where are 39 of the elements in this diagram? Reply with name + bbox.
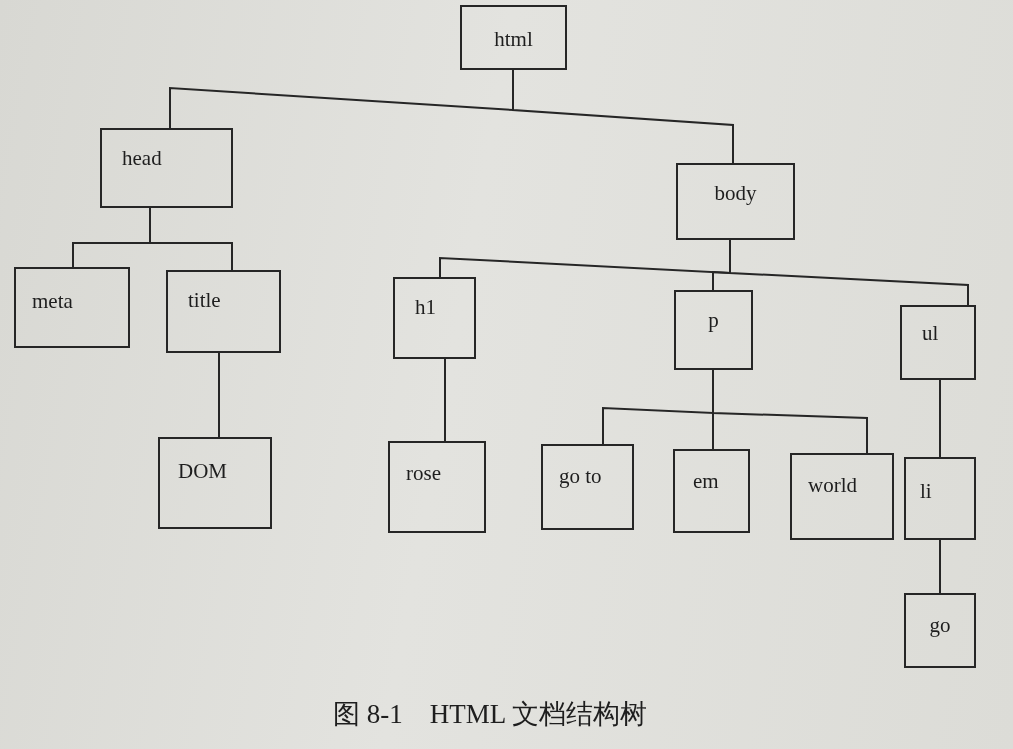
node-label: DOM bbox=[178, 459, 227, 483]
tree-node-box bbox=[674, 290, 753, 370]
tree-node-box bbox=[541, 444, 634, 530]
tree-node-box bbox=[158, 437, 272, 529]
node-label: go to bbox=[559, 464, 602, 488]
tree-node-box bbox=[790, 453, 894, 540]
connector-line bbox=[729, 239, 969, 306]
tree-node-box bbox=[388, 441, 486, 533]
node-label: world bbox=[808, 473, 857, 497]
node-label: ul bbox=[922, 321, 939, 345]
node-label: head bbox=[122, 146, 162, 170]
node-label: go bbox=[928, 613, 952, 637]
node-label: title bbox=[188, 288, 221, 312]
node-label: html bbox=[493, 27, 534, 51]
figure-caption: 图 8-1 HTML 文档结构树 bbox=[332, 698, 648, 731]
tree-node-box bbox=[900, 305, 976, 380]
node-label: em bbox=[693, 469, 719, 493]
connector-line bbox=[149, 207, 233, 271]
tree-node-box bbox=[460, 5, 567, 70]
tree-node-box bbox=[393, 277, 476, 359]
connector-line bbox=[712, 369, 868, 454]
tree-node-box bbox=[100, 128, 233, 208]
tree-node-box bbox=[904, 593, 976, 668]
tree-node-box bbox=[166, 270, 281, 353]
node-label: li bbox=[920, 479, 932, 503]
tree-node-box bbox=[673, 449, 750, 533]
tree-node-box bbox=[904, 457, 976, 540]
node-label: p bbox=[707, 308, 720, 332]
connector-line bbox=[218, 352, 220, 438]
node-label: meta bbox=[32, 289, 73, 313]
connector-line bbox=[939, 379, 941, 458]
node-label: h1 bbox=[415, 295, 436, 319]
tree-node-box bbox=[676, 163, 795, 240]
tree-node-box bbox=[14, 267, 130, 348]
connector-line bbox=[512, 69, 734, 164]
connector-line bbox=[939, 539, 941, 594]
connector-line bbox=[444, 358, 446, 442]
node-label: body bbox=[713, 181, 758, 205]
node-label: rose bbox=[406, 461, 441, 485]
